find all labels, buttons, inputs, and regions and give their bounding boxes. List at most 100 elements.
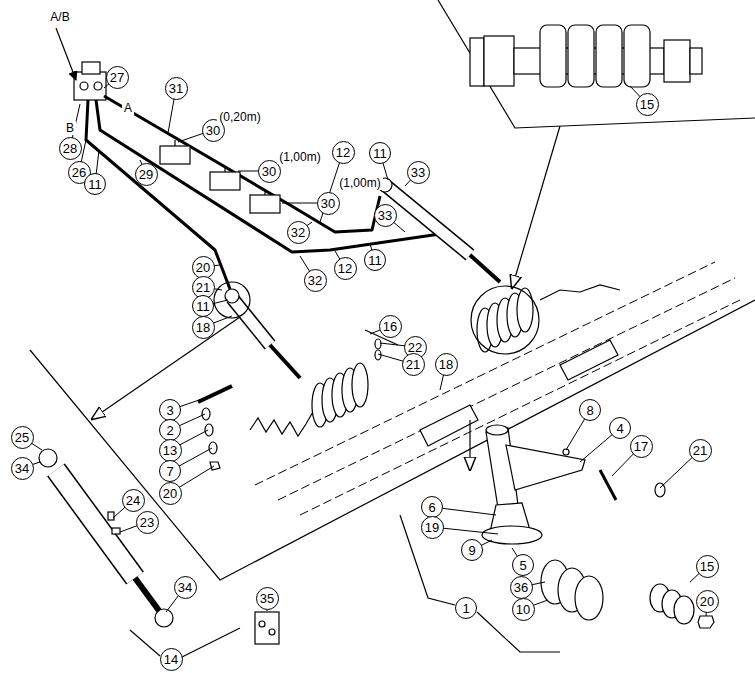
arm (540, 285, 620, 300)
callout-number: 33 (411, 166, 425, 179)
callout-number: 22 (408, 341, 422, 354)
detail-circle (214, 282, 250, 318)
hose (104, 96, 380, 232)
callout-number: 18 (439, 358, 453, 371)
callout-number: 20 (196, 261, 210, 274)
disc (596, 25, 622, 87)
callout-circle: 5 (512, 554, 534, 576)
bushing (205, 424, 213, 436)
cylinder (232, 298, 270, 345)
spacer (674, 596, 694, 624)
callout-circle: 11 (84, 173, 106, 195)
cylinder (56, 470, 135, 578)
callout-circle: 32 (287, 221, 310, 244)
callout-circle: 35 (256, 587, 279, 610)
callout-number: 32 (291, 226, 305, 239)
hose-tag (250, 195, 280, 213)
callout-number: 12 (336, 146, 350, 159)
callout-circle: 17 (630, 435, 653, 458)
callout-number: 5 (519, 559, 526, 572)
detail-frame (30, 300, 755, 580)
washer (375, 339, 381, 349)
callout-circle: 13 (159, 439, 182, 462)
callout-number: 1 (462, 602, 469, 615)
callout-circle: 25 (11, 426, 34, 449)
washer (202, 408, 210, 420)
callout-number: 30 (206, 124, 220, 137)
cylinder-rod (135, 578, 160, 612)
annotation-label: A/B (48, 10, 71, 24)
callout-number: 7 (166, 465, 173, 478)
callout-circle: 20 (159, 482, 182, 505)
callout-circle: 29 (135, 163, 158, 186)
disc (624, 25, 650, 87)
callout-number: 36 (514, 581, 528, 594)
cylinder-rod (470, 255, 500, 282)
callout-circle: 6 (421, 496, 443, 518)
callout-number: 3 (166, 404, 173, 417)
washer (470, 38, 484, 86)
callout-number: 16 (383, 320, 397, 333)
callout-number: 20 (163, 487, 177, 500)
callout-circle: 28 (59, 137, 82, 160)
callout-number: 31 (169, 82, 183, 95)
nut (698, 616, 714, 628)
tag-string (264, 190, 265, 195)
callout-number: 25 (15, 431, 29, 444)
hose-tag (210, 172, 240, 190)
annotation-label: A (122, 101, 134, 115)
callout-circle: 16 (379, 315, 402, 338)
callout-number: 32 (308, 274, 322, 287)
bag-part (259, 621, 265, 627)
callout-circle: 30 (317, 192, 340, 215)
callout-number: 11 (88, 178, 102, 191)
callout-circle: 4 (609, 417, 631, 439)
hose-tag (160, 146, 190, 164)
callout-circle: 31 (165, 77, 188, 100)
callout-circle: 3 (159, 399, 181, 421)
callout-number: 35 (260, 592, 274, 605)
annotation-label: (1,00m) (277, 150, 322, 164)
cylinder-eye (155, 609, 173, 627)
flange-plate (506, 445, 585, 490)
tag-string (174, 140, 175, 146)
callout-circle: 11 (364, 249, 386, 271)
callout-number: 9 (468, 544, 475, 557)
grease-fitting (108, 512, 114, 520)
callout-circle: 24 (122, 489, 145, 512)
callout-circle: 14 (160, 648, 183, 671)
callout-number: 30 (262, 165, 276, 178)
callout-circle: 10 (512, 598, 535, 621)
callout-number: 17 (634, 440, 648, 453)
disc (568, 25, 594, 87)
callout-number: 15 (700, 560, 714, 573)
callout-number: 34 (178, 581, 192, 594)
callout-circle: 20 (696, 590, 719, 613)
detail-arrow (512, 126, 560, 288)
cylinder-eye (39, 449, 57, 467)
callout-circle: 12 (332, 141, 355, 164)
callout-number: 14 (164, 653, 178, 666)
callout-number: 20 (700, 595, 714, 608)
frame-beam (255, 262, 715, 485)
frame-box (420, 405, 478, 446)
bolt-head (484, 36, 514, 86)
wheel-disc (352, 363, 368, 407)
group-bracket (130, 630, 160, 656)
callout-circle: 21 (689, 439, 712, 462)
callout-circle: 15 (636, 93, 659, 116)
callout-number: 12 (338, 262, 352, 275)
group-bracket (182, 628, 240, 657)
callout-circle: 33 (374, 204, 397, 227)
callout-circle: 34 (174, 576, 197, 599)
callout-circle: 11 (369, 142, 391, 164)
callout-number: 29 (139, 168, 153, 181)
callout-number: 30 (321, 197, 335, 210)
callout-number: 6 (428, 501, 435, 514)
callout-number: 11 (373, 147, 387, 160)
callout-circle: 34 (11, 457, 34, 480)
callout-circle: 27 (106, 66, 129, 89)
axle-end (690, 48, 702, 74)
nut (664, 40, 690, 82)
annotation-label: B (64, 121, 76, 135)
